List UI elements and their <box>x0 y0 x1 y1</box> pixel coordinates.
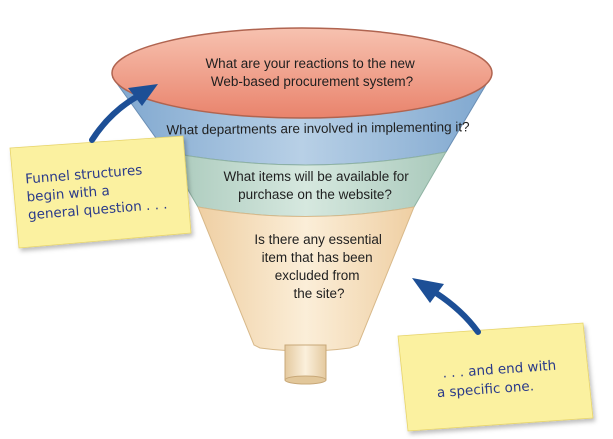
question-level-1-line-2: Web-based procurement system? <box>211 74 413 89</box>
sticky-note-right-text: . . . and end with a specific one. <box>435 357 562 401</box>
question-level-4-line-4: the site? <box>293 286 344 301</box>
funnel-level-1-rim <box>111 27 493 119</box>
funnel-body <box>111 27 493 385</box>
question-level-3-line-1: What items will be available for <box>223 169 409 184</box>
sticky-note-left-line-2: begin with a <box>26 183 110 205</box>
question-level-3-line-2: purchase on the website? <box>238 187 392 202</box>
question-level-2: What departments are involved in impleme… <box>166 119 469 137</box>
question-level-4-line-2: item that has been <box>262 250 373 265</box>
arrow-to-top <box>89 84 158 143</box>
sticky-note-right <box>397 322 594 432</box>
sticky-note-left <box>9 135 192 249</box>
question-level-3: What items will be available for purchas… <box>223 169 412 202</box>
question-level-4-line-1: Is there any essential <box>254 232 382 247</box>
question-level-4: Is there any essential item that has bee… <box>254 232 385 301</box>
arrow-to-bottom <box>412 278 481 335</box>
question-level-1: What are your reactions to the new Web-b… <box>205 56 418 89</box>
funnel-level-4-band <box>197 206 415 352</box>
sticky-note-right-line-1: . . . and end with <box>442 358 557 382</box>
question-level-2-line-1: What departments are involved in impleme… <box>166 119 469 137</box>
question-level-4-line-3: excluded from <box>275 268 360 283</box>
funnel-spout-opening <box>284 375 327 385</box>
question-level-1-line-1: What are your reactions to the new <box>205 56 415 71</box>
sticky-note-right-line-2: a specific one. <box>436 378 534 401</box>
